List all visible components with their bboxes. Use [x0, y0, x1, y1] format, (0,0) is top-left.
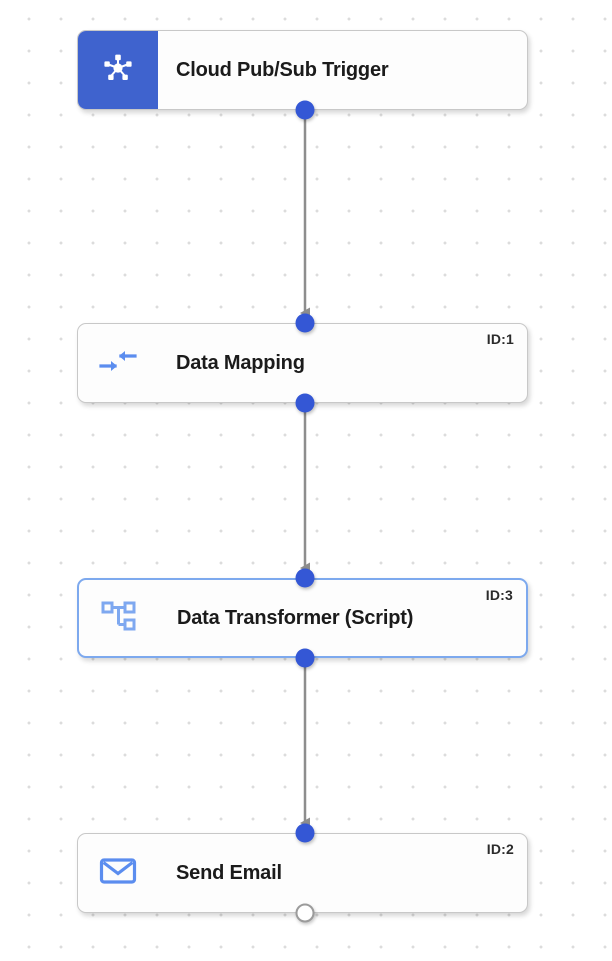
- envelope-icon: [99, 856, 137, 891]
- node-send-email[interactable]: Send Email ID:2: [77, 833, 528, 913]
- node-icon-cell: [79, 580, 159, 656]
- port-input-data-transformer[interactable]: [295, 568, 315, 588]
- node-cloud-pubsub-trigger[interactable]: Cloud Pub/Sub Trigger: [77, 30, 528, 110]
- node-data-transformer-script[interactable]: Data Transformer (Script) ID:3: [77, 578, 528, 658]
- port-output-trigger[interactable]: [295, 100, 315, 120]
- node-label: Data Mapping: [176, 351, 305, 374]
- pubsub-hub-icon: [100, 50, 136, 91]
- node-icon-cell: [78, 324, 158, 402]
- port-output-send-email[interactable]: [295, 903, 315, 923]
- port-input-data-mapping[interactable]: [295, 313, 315, 333]
- node-label: Send Email: [176, 861, 282, 884]
- node-id-badge: ID:1: [486, 331, 514, 347]
- node-id-badge: ID:3: [485, 587, 513, 603]
- converging-arrows-icon: [98, 344, 138, 383]
- node-icon-cell: [78, 31, 158, 109]
- node-icon-cell: [78, 834, 158, 912]
- node-label: Cloud Pub/Sub Trigger: [176, 58, 389, 81]
- port-output-data-mapping[interactable]: [295, 393, 315, 413]
- node-data-mapping[interactable]: Data Mapping ID:1: [77, 323, 528, 403]
- port-output-data-transformer[interactable]: [295, 648, 315, 668]
- node-label: Data Transformer (Script): [177, 606, 414, 629]
- node-id-badge: ID:2: [486, 841, 514, 857]
- schema-nodes-icon: [100, 599, 138, 638]
- port-input-send-email[interactable]: [295, 823, 315, 843]
